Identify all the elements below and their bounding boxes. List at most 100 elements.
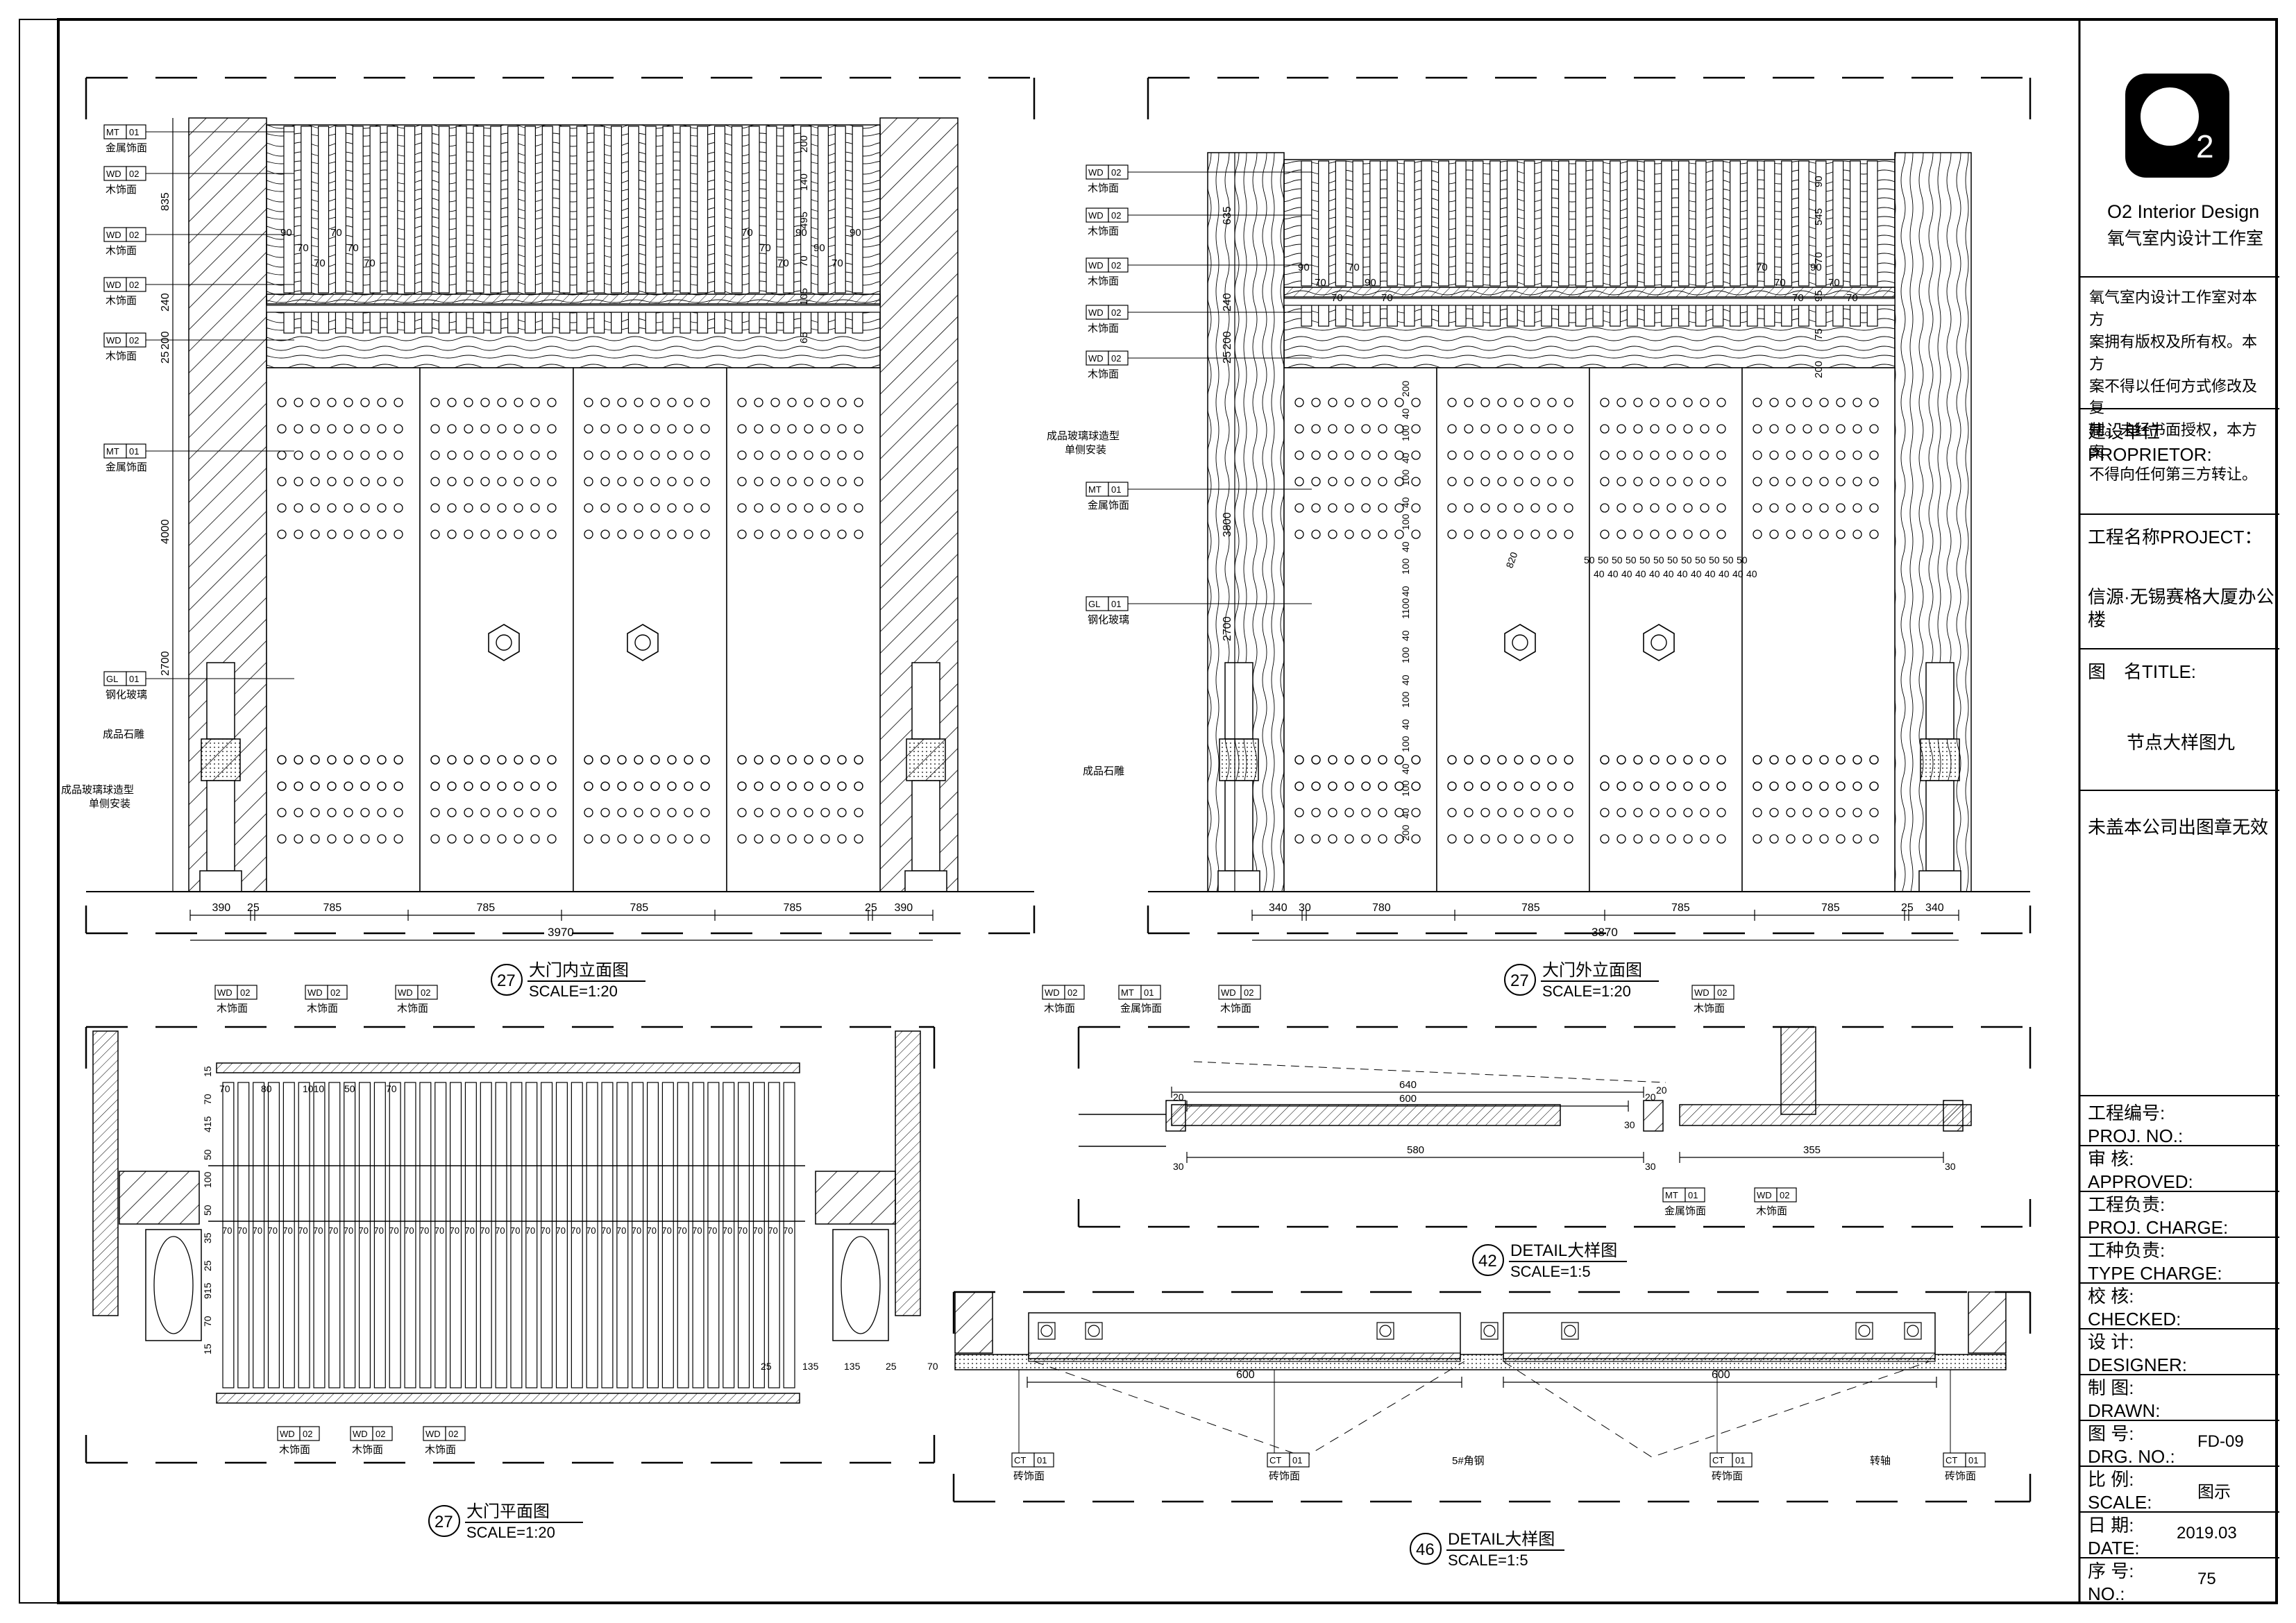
checked-label: 校 核:CHECKED: — [2088, 1286, 2181, 1329]
dim-total: 3870 — [1592, 926, 1618, 939]
glass-ball-dot — [700, 529, 710, 539]
glass-ball-dot — [1617, 450, 1626, 460]
glass-ball-dot — [770, 398, 780, 407]
fin-dim-label: 70 — [1315, 277, 1326, 289]
transom-fin — [455, 126, 467, 294]
tag-desc: 木饰面 — [1044, 1003, 1075, 1014]
plan-dim: 1010 — [303, 1083, 324, 1094]
plan-fin-dim: 70 — [752, 1225, 762, 1236]
fin-dim-label: 70 — [347, 242, 359, 254]
pivot-bolt-icon — [1376, 1322, 1394, 1340]
glass-ball-dot — [1803, 477, 1812, 486]
plan-dim: 25 — [761, 1361, 772, 1372]
tag-desc: 金属饰面 — [1120, 1003, 1162, 1014]
dim-label-v: 70 — [798, 255, 810, 267]
glass-ball-dot — [1683, 781, 1693, 791]
transom-fin — [679, 126, 691, 294]
glass-ball-dot — [684, 398, 693, 407]
glass-ball-dot — [837, 398, 847, 407]
glass-ball-dot — [770, 450, 780, 460]
glass-ball-dot — [617, 424, 627, 434]
dim-label: 390 — [212, 902, 231, 914]
tag-desc: 木饰面 — [1088, 226, 1119, 237]
glass-ball-dot — [1464, 808, 1474, 817]
glass-ball-dot — [1497, 755, 1507, 765]
tag-num-box — [237, 985, 258, 1000]
glass-ball-dot — [854, 529, 863, 539]
door-handle-icon — [1504, 624, 1536, 661]
glass-ball-dot — [530, 834, 540, 844]
glass-ball-dot — [1328, 529, 1337, 539]
tag-code: WD — [1088, 167, 1104, 178]
detail46-swing-right — [1503, 1361, 1930, 1458]
glass-ball-dot — [854, 781, 863, 791]
glass-ball-dot — [1447, 398, 1457, 407]
tag-desc: 木饰面 — [1088, 275, 1119, 287]
glass-ball-dot — [1819, 834, 1829, 844]
glass-ball-dot — [1547, 477, 1557, 486]
plan-sculpture-icon — [832, 1229, 889, 1341]
glass-ball-dot — [1344, 450, 1354, 460]
glass-ball-dot — [1700, 834, 1710, 844]
glass-ball-dot — [634, 808, 643, 817]
stone-sculpture-icon — [199, 662, 242, 892]
glass-ball-dot — [277, 529, 287, 539]
glass-ball-dot — [1836, 529, 1846, 539]
transom-fin-lower — [1746, 305, 1758, 327]
glass-ball-dot — [1547, 398, 1557, 407]
tag-num-box — [372, 1426, 393, 1441]
glass-ball-dot — [1683, 503, 1693, 513]
dim-label-v: 200 — [1222, 331, 1233, 350]
glass-ball-dot — [1666, 398, 1676, 407]
plan-fin-dim: 70 — [404, 1225, 414, 1236]
scale-label: 比 例:SCALE: — [2088, 1469, 2152, 1513]
glass-ball-dot — [530, 755, 540, 765]
glass-ball-dot — [600, 781, 610, 791]
sculpture-mid — [201, 738, 241, 781]
glass-ball-dot — [294, 477, 303, 486]
sculpture-shaft — [1925, 780, 1955, 872]
tag-desc: 金属饰面 — [105, 142, 147, 154]
plan-fin — [661, 1082, 674, 1388]
transom-fin-lower — [1764, 305, 1775, 327]
glass-ball-dot — [770, 755, 780, 765]
dim-label: 600 — [1712, 1369, 1730, 1381]
glass-ball-dot — [650, 398, 660, 407]
transom-fin — [438, 126, 450, 294]
glass-ball-dot — [854, 398, 863, 407]
glass-ball-dot — [1464, 834, 1474, 844]
glass-ball-dot — [1294, 781, 1304, 791]
dim-label-v: 95 — [1813, 290, 1825, 302]
glass-ball-dot — [1394, 398, 1404, 407]
transom-fin — [611, 126, 623, 294]
glass-ball-dot — [327, 424, 337, 434]
glass-ball-dot — [360, 450, 370, 460]
glass-ball-dot — [1480, 477, 1490, 486]
glass-ball-dot — [804, 808, 813, 817]
glass-ball-dot — [294, 529, 303, 539]
tag-code: WD — [217, 987, 233, 998]
glass-ball-dot — [394, 450, 403, 460]
glass-ball-dot — [754, 808, 763, 817]
glass-ball-dot — [530, 529, 540, 539]
tag-code: MT — [106, 127, 119, 137]
glass-ball-dot — [1700, 781, 1710, 791]
glass-ball-dot — [1633, 529, 1643, 539]
plan-fin — [328, 1082, 341, 1388]
plan-fin — [464, 1082, 477, 1388]
glass-ball-dot — [584, 755, 593, 765]
tag-desc: 木饰面 — [217, 1003, 248, 1014]
tag-num: 02 — [129, 169, 139, 179]
plan-sculpture-oval — [153, 1236, 194, 1334]
transom-fin-lower — [852, 312, 863, 334]
pivot-bolt-icon — [1480, 1322, 1499, 1340]
glass-ball-dot — [1464, 424, 1474, 434]
transom-fin — [1832, 160, 1844, 287]
plan-fin — [555, 1082, 568, 1388]
glass-ball-dot — [754, 755, 763, 765]
glass-ball-dot — [1617, 503, 1626, 513]
glass-ball-dot — [770, 477, 780, 486]
glass-ball-dot — [1514, 808, 1523, 817]
plan-fin-dim: 70 — [495, 1225, 505, 1236]
